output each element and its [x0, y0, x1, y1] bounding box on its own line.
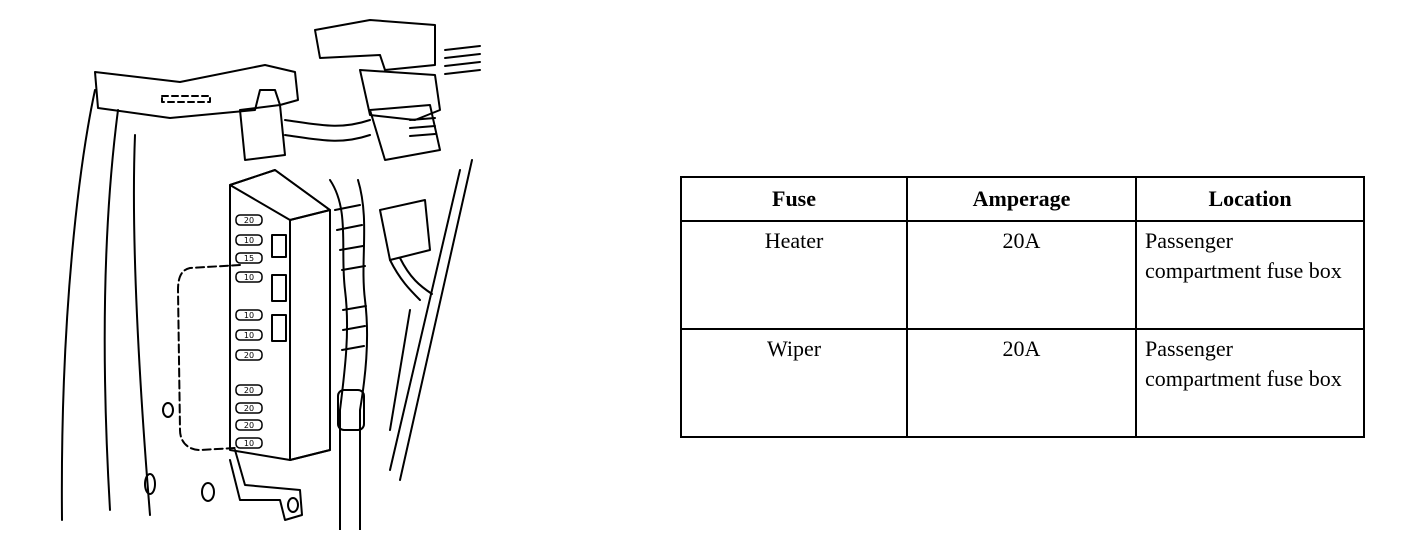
- fuse-rating-label: 20: [244, 386, 254, 395]
- relay-block-2: [359, 69, 441, 121]
- relay-lines: [444, 45, 481, 75]
- top-bracket: [94, 64, 299, 119]
- bracket-hole: [287, 497, 299, 513]
- fuse-rating-label: 10: [244, 439, 254, 448]
- connector-ridges: [409, 117, 436, 137]
- mounting-bracket: [229, 449, 303, 521]
- header-fuse: Fuse: [680, 176, 908, 222]
- fuse-box-top: [229, 169, 331, 221]
- panel-hole-3: [201, 482, 215, 502]
- mini-relay-3: [271, 314, 287, 342]
- panel-hole-1: [162, 402, 174, 418]
- harness-upper: [284, 119, 371, 142]
- table-row: Wiper 20A Passenger compartment fuse box: [680, 328, 1365, 438]
- pillar-line-1: [389, 169, 461, 471]
- fuse-rating-label: 20: [244, 404, 254, 413]
- harness-main-2: [357, 179, 369, 531]
- cell-amperage: 20A: [906, 220, 1137, 330]
- panel-outer-edge: [60, 89, 96, 521]
- side-plug-wires: [389, 257, 433, 301]
- harness-sleeve: [337, 389, 365, 431]
- pillar-strip: [389, 309, 411, 431]
- relay-block: [314, 19, 436, 71]
- fuse-box-drawing: 20 10 15 10 10 10 20 20 20 20 10: [60, 19, 481, 531]
- fuse-rating-label: 20: [244, 421, 254, 430]
- fuse-rating-label: 10: [244, 331, 254, 340]
- bracket-slot: [161, 95, 211, 103]
- fuse-column: [235, 214, 263, 449]
- cell-fuse: Wiper: [680, 328, 908, 438]
- table-row: Heater 20A Passenger compartment fuse bo…: [680, 220, 1365, 330]
- fuse-rating-label: 10: [244, 236, 254, 245]
- mini-relay-1: [271, 234, 287, 258]
- fuse-box-side: [289, 209, 331, 461]
- upper-connector: [239, 104, 286, 161]
- connector-right: [369, 104, 441, 161]
- panel-cutout: [177, 264, 241, 451]
- side-plug: [379, 199, 431, 261]
- mini-relay-2: [271, 274, 287, 302]
- pillar-line-2: [399, 159, 473, 481]
- table-header-row: Fuse Amperage Location: [680, 176, 1365, 222]
- header-location: Location: [1135, 176, 1365, 222]
- fuse-table: Fuse Amperage Location Heater 20A Passen…: [680, 176, 1365, 438]
- panel-hole-2: [144, 473, 156, 495]
- panel-inner-edge: [103, 109, 119, 511]
- fuse-rating-label: 10: [244, 311, 254, 320]
- fuse-box-illustration: 20 10 15 10 10 10 20 20 20 20 10: [40, 10, 490, 531]
- panel-rib: [132, 134, 151, 516]
- fuse-rating-label: 10: [244, 273, 254, 282]
- cell-location: Passenger compartment fuse box: [1135, 220, 1365, 330]
- cell-location: Passenger compartment fuse box: [1135, 328, 1365, 438]
- fuse-rating-label: 20: [244, 351, 254, 360]
- fuse-rating-label: 15: [244, 254, 254, 263]
- fuse-rating-label: 20: [244, 216, 254, 225]
- header-amperage: Amperage: [906, 176, 1137, 222]
- cell-fuse: Heater: [680, 220, 908, 330]
- harness-main: [329, 179, 349, 531]
- cell-amperage: 20A: [906, 328, 1137, 438]
- harness-wires: [334, 204, 367, 351]
